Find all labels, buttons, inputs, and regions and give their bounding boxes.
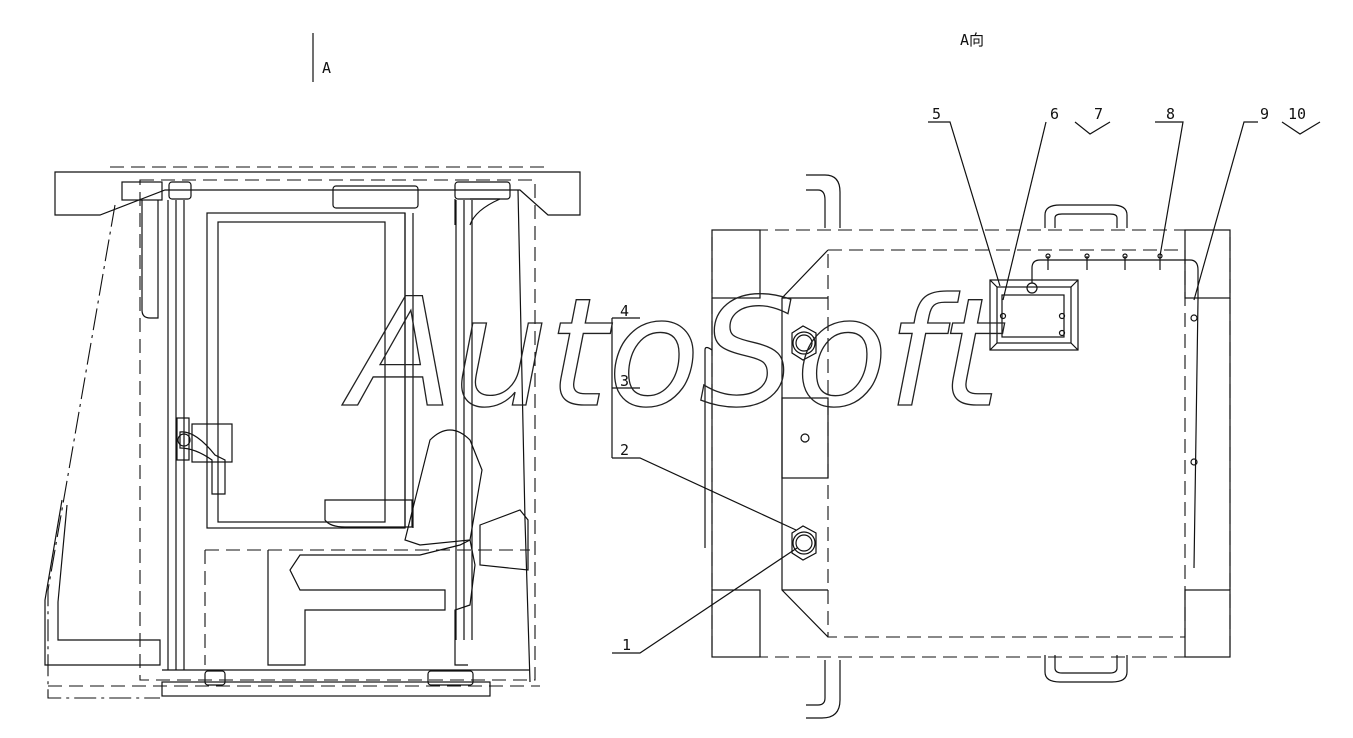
screw-icon xyxy=(1058,312,1066,320)
cab-hidden-outline xyxy=(139,179,536,681)
hex-fitting-lower-icon xyxy=(791,525,817,561)
cab-side-view xyxy=(44,166,581,699)
leader-5 xyxy=(928,121,1001,287)
callout-8: 8 xyxy=(1166,105,1175,123)
leader-lines xyxy=(611,121,1321,654)
control-panel xyxy=(1001,294,1065,338)
callout-6: 6 xyxy=(1050,105,1059,123)
cab-outline-hidden xyxy=(711,229,1231,658)
corner-block-tr xyxy=(1184,229,1231,299)
floor-mount-left xyxy=(204,670,226,686)
watermark-text: AutoSoft xyxy=(342,267,1005,441)
callout-7: 7 xyxy=(1094,105,1103,123)
bottom-handle xyxy=(1044,655,1128,683)
roof-lamp-left xyxy=(168,181,192,200)
seat-armrest xyxy=(324,499,413,528)
control-box-outer xyxy=(989,279,1079,351)
panel-hole-icon xyxy=(800,433,810,443)
seat-cushion xyxy=(267,539,476,666)
plan-view-a xyxy=(611,121,1321,719)
roof-bracket-left xyxy=(121,181,163,201)
door-latch-plate xyxy=(176,417,190,461)
bottom-left-handle xyxy=(806,660,841,719)
leader-8 xyxy=(1155,121,1184,257)
latch-pin-icon xyxy=(177,433,191,447)
seat-backrest xyxy=(404,429,483,546)
callout-9: 9 xyxy=(1260,105,1269,123)
leader-67-bracket xyxy=(1074,121,1111,135)
floor-mount-right xyxy=(427,670,474,686)
corner-block-bl xyxy=(711,589,761,658)
view-marker-label: A xyxy=(322,59,331,77)
corner-block-br xyxy=(1184,589,1231,658)
corner-block-tl xyxy=(711,229,761,299)
front-glass-panel xyxy=(44,499,161,666)
leader-9 xyxy=(1193,121,1258,301)
hex-fitting-upper-icon xyxy=(791,325,817,361)
roof-light xyxy=(332,185,419,209)
door-handle-block xyxy=(191,423,233,463)
cab-roof xyxy=(54,171,581,216)
screw-icon xyxy=(999,312,1007,320)
cable-run xyxy=(1031,259,1199,569)
callout-4: 4 xyxy=(620,302,629,320)
top-handle xyxy=(1044,204,1128,228)
seat-rear-box xyxy=(479,509,529,571)
window-frame-inner xyxy=(217,221,386,523)
leader-910-bracket xyxy=(1281,121,1321,135)
view-title: A向 xyxy=(960,31,984,49)
callout-5: 5 xyxy=(932,105,941,123)
leader-2 xyxy=(612,457,797,531)
cable-gland-icon xyxy=(1026,282,1038,294)
left-pipe xyxy=(141,200,159,319)
cab-front-outline xyxy=(47,204,160,699)
screw-icon xyxy=(1058,329,1066,337)
callout-10: 10 xyxy=(1288,105,1306,123)
floor-rail xyxy=(161,681,491,697)
cable-clips xyxy=(1045,253,1198,466)
leader-6 xyxy=(1002,121,1047,301)
control-box-inner xyxy=(996,286,1072,344)
callout-2: 2 xyxy=(620,441,629,459)
callout-3: 3 xyxy=(620,372,629,390)
left-rail xyxy=(704,346,713,548)
side-panel xyxy=(781,397,829,479)
door-handle xyxy=(179,431,226,495)
rear-wall xyxy=(517,189,531,683)
leader-1 xyxy=(612,547,798,654)
roof-bracket-right xyxy=(454,198,501,226)
callout-1: 1 xyxy=(622,636,631,654)
callout-labels: 1 2 3 4 5 6 7 8 9 10 xyxy=(620,105,1306,654)
top-left-handle xyxy=(806,174,841,228)
